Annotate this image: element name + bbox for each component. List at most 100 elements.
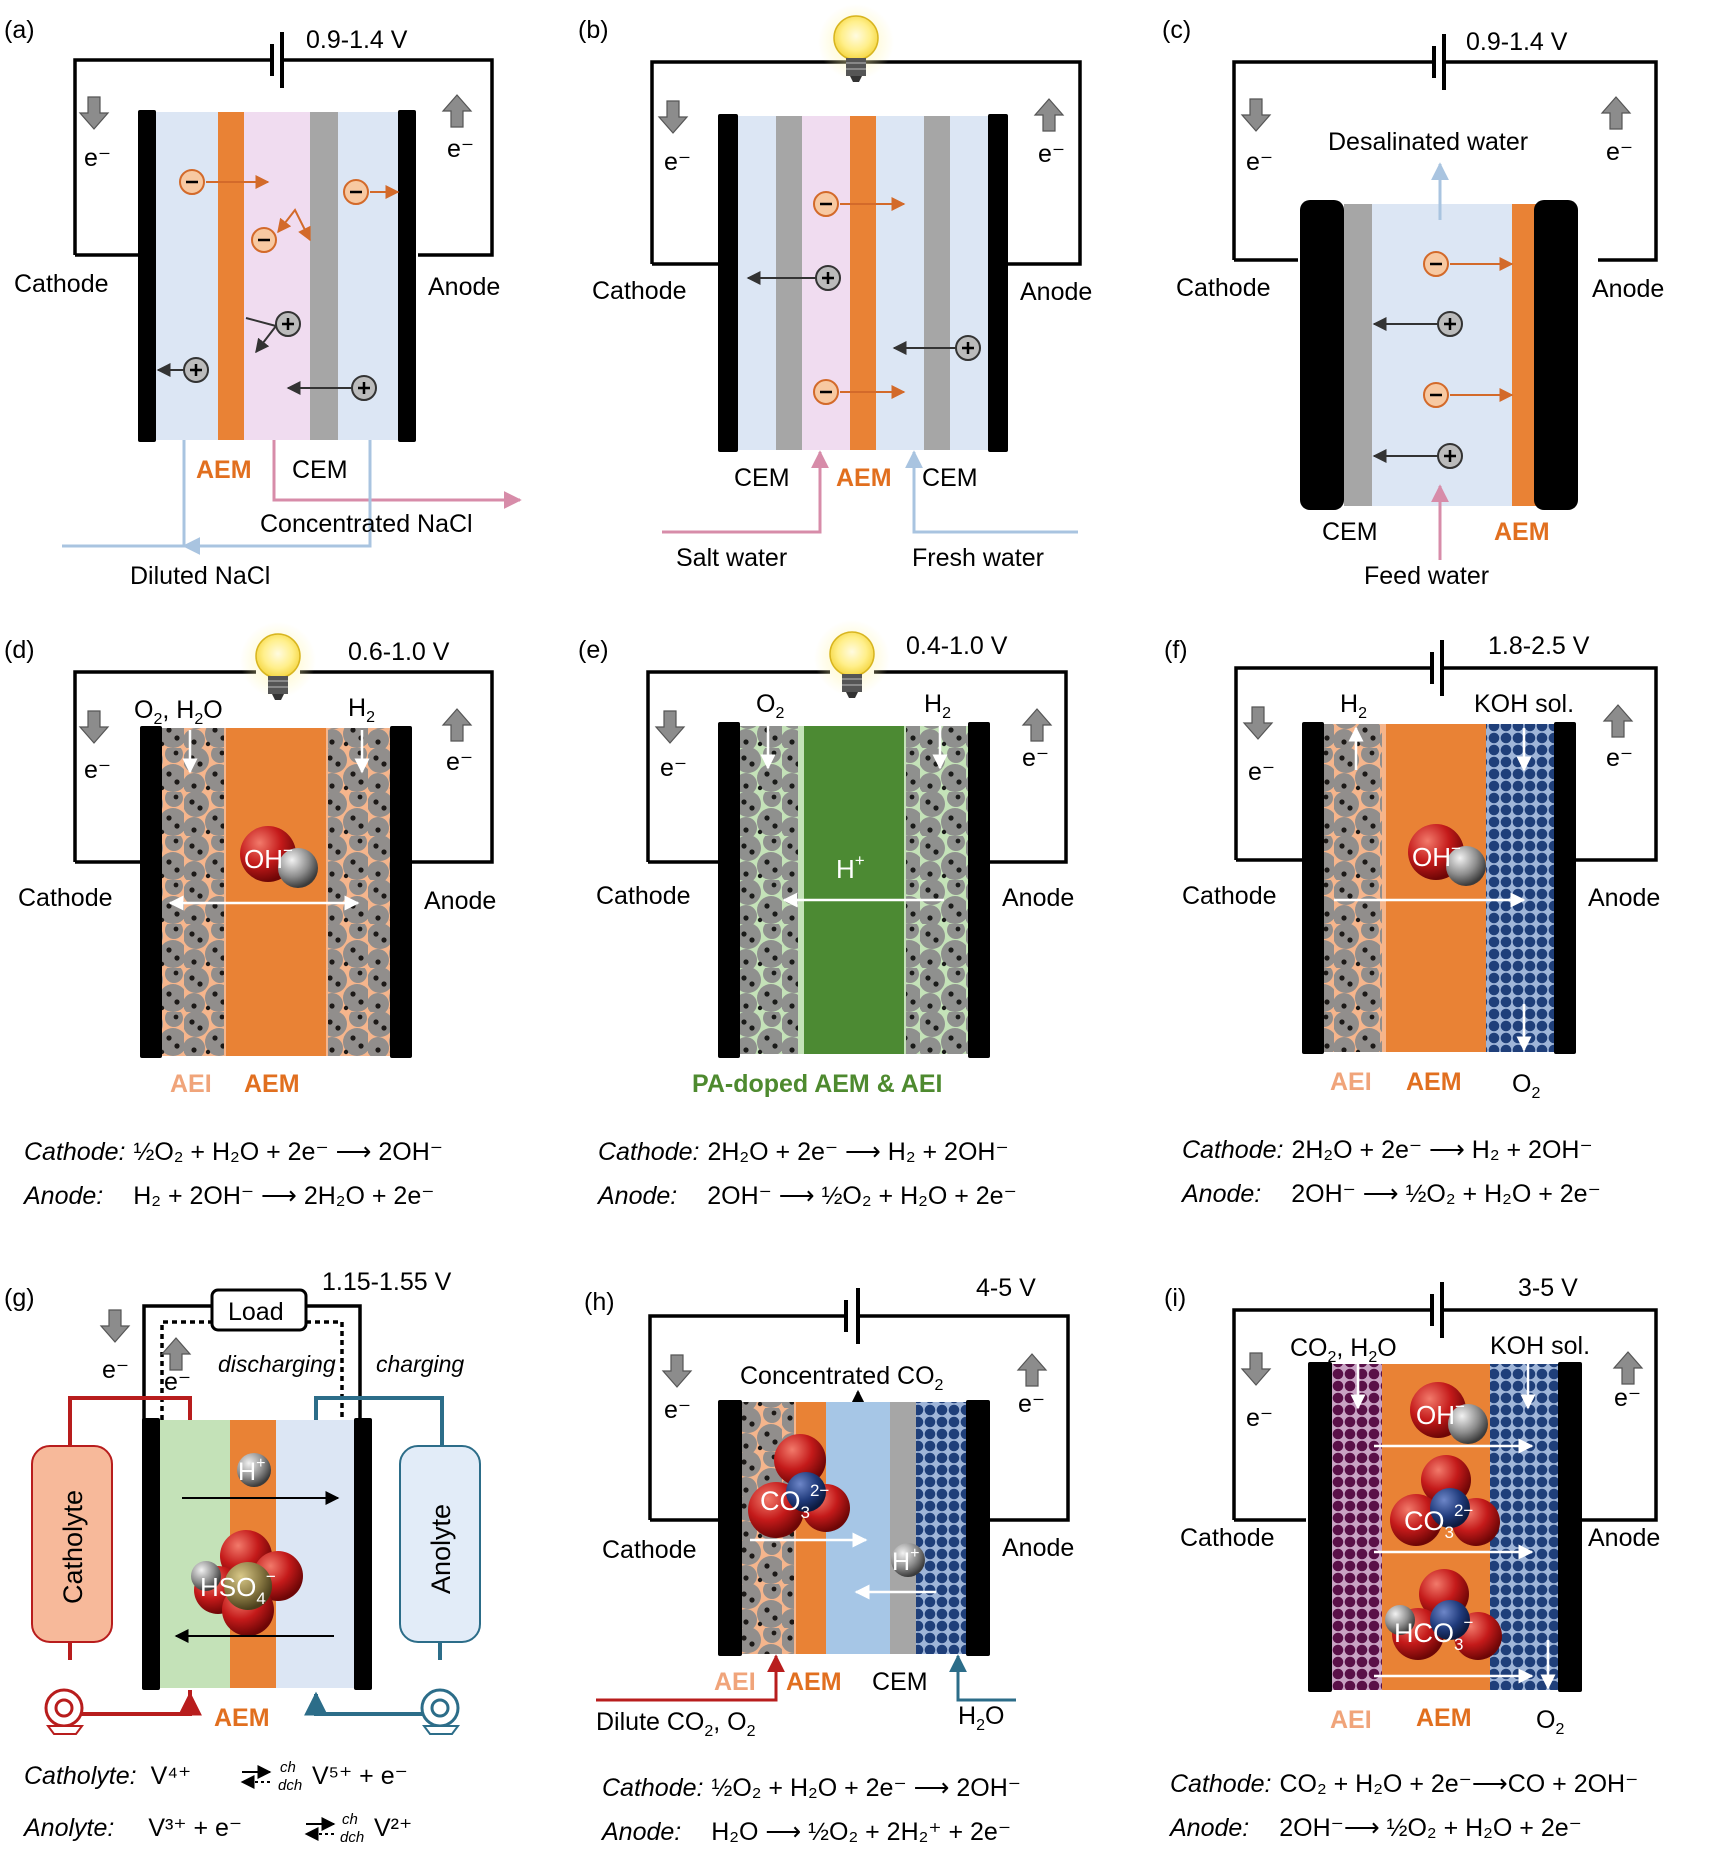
o2-label: O2 [1512, 1070, 1540, 1102]
proton-molecule: H+ [237, 1453, 271, 1487]
electrolyte [152, 112, 218, 440]
aei-label: AEI [714, 1668, 756, 1696]
electrolyte [244, 112, 310, 440]
light-bulb-icon [240, 622, 316, 700]
cathode-label: Cathode [1180, 1524, 1275, 1552]
anolyte-label: Anolyte [426, 1504, 456, 1594]
cathode-label: Cathode [602, 1536, 697, 1564]
electron-label: e⁻ [664, 148, 691, 176]
voltage-label: 0.6-1.0 V [348, 638, 450, 666]
carbonate-molecule: CO32− [1390, 1455, 1500, 1546]
arrow-up-icon [441, 94, 473, 128]
aei-label: AEI [170, 1070, 212, 1098]
hydroxide-molecule: OH− [1410, 1382, 1488, 1444]
anion-icon [813, 379, 839, 405]
panel-f: (f) 1.8-2.5 V H2 KOH sol. e⁻ e⁻ Cathode … [1164, 632, 1660, 1208]
svg-text:HSO4−: HSO4− [200, 1567, 276, 1608]
arrow-up-icon [1016, 1353, 1048, 1387]
equation-cathode: Cathode:CO₂ + H₂O + 2e⁻⟶CO + 2OH⁻ [1170, 1770, 1638, 1798]
anode-electrode [1534, 200, 1578, 510]
cem-label: CEM [872, 1668, 928, 1696]
anode-label: Anode [424, 887, 496, 915]
anode-electrode [988, 114, 1008, 452]
membrane-label: PA-doped AEM & AEI [692, 1070, 942, 1098]
equation-anolyte: Anolyte:V³⁺ + e⁻ [22, 1814, 242, 1842]
arrow-up-icon [1600, 96, 1632, 130]
cem-membrane [776, 116, 802, 450]
cathode-electrode [1308, 1362, 1332, 1692]
panel-label: (e) [578, 636, 609, 664]
water-label: H2O [958, 1702, 1004, 1734]
anode-electrode [1558, 1362, 1582, 1692]
catalyst-layer [328, 728, 392, 1056]
anode-electrode [390, 726, 412, 1058]
electron-label: e⁻ [1246, 1404, 1273, 1432]
aem-label: AEM [1416, 1704, 1472, 1732]
battery-icon [844, 1288, 860, 1344]
cem-membrane [1344, 204, 1372, 506]
aei-label: AEI [1330, 1706, 1372, 1734]
panel-label: (c) [1162, 16, 1191, 44]
voltage-label: 0.9-1.4 V [1466, 28, 1568, 56]
cathode-electrode [138, 110, 156, 442]
load-box [210, 1288, 308, 1332]
svg-text:H+: H+ [892, 1545, 919, 1576]
light-bulb-icon [814, 620, 890, 698]
feed-water-label: Feed water [1364, 562, 1489, 590]
anode-label: Anode [1588, 1524, 1660, 1552]
anode-electrode [968, 722, 990, 1058]
panel-b: (b) e⁻ e⁻ Cathode Anode [578, 4, 1092, 572]
pa-aem-membrane [804, 726, 904, 1054]
arrow-up-icon [1612, 1351, 1644, 1385]
fresh-water-label: Fresh water [912, 544, 1044, 572]
diluted-label: Diluted NaCl [130, 562, 270, 590]
svg-text:CO32−: CO32− [1404, 1501, 1473, 1542]
electrolyte [158, 1420, 230, 1688]
equation-cathode: Cathode:½O₂ + H₂O + 2e⁻ ⟶ 2OH⁻ [24, 1138, 443, 1166]
panel-label: (b) [578, 16, 609, 44]
anion-icon [1423, 251, 1449, 277]
svg-text:CO32−: CO32− [760, 1481, 829, 1522]
electron-label: e⁻ [1018, 1390, 1045, 1418]
aem-membrane [1386, 724, 1486, 1052]
electron-label: e⁻ [1606, 138, 1633, 166]
cation-icon [351, 375, 377, 401]
panel-label: (h) [584, 1288, 615, 1316]
cation-icon [815, 265, 841, 291]
svg-text:OH−: OH− [1416, 1397, 1465, 1430]
proton-molecule: H+ [891, 1543, 925, 1577]
ch-label: ch [342, 1811, 358, 1828]
cathode-electrode [718, 114, 738, 452]
anion-icon [179, 169, 205, 195]
proton-molecule: H+ [836, 851, 865, 884]
carbonate-molecule: CO32− [748, 1434, 850, 1538]
reversible-arrow-icon [304, 1817, 336, 1841]
gas-in-label: CO2, H2O [1290, 1334, 1397, 1366]
voltage-label: 0.4-1.0 V [906, 632, 1008, 660]
anode-electrode [354, 1418, 372, 1690]
electron-label: e⁻ [164, 1368, 191, 1396]
battery-icon [270, 32, 284, 88]
aem-label: AEM [786, 1668, 842, 1696]
cem-label: CEM [922, 464, 978, 492]
panel-g: (g) 1.15-1.55 V Load e⁻ e⁻ discharging c… [4, 1268, 481, 1846]
panel-label: (g) [4, 1284, 35, 1312]
equation-anode: Anode:2OH⁻ ⟶ ½O₂ + H₂O + 2e⁻ [1180, 1180, 1601, 1208]
equation-catholyte-products: V⁵⁺ + e⁻ [312, 1762, 408, 1790]
ch-label: ch [280, 1759, 296, 1776]
cathode-label: Cathode [18, 884, 113, 912]
electron-label: e⁻ [1606, 744, 1633, 772]
anion-icon [343, 179, 369, 205]
electron-label: e⁻ [446, 748, 473, 776]
anode-label: Anode [1588, 884, 1660, 912]
panel-d: (d) 0.6-1.0 V O2, H2O H2 e⁻ e⁻ Cath [4, 622, 496, 1210]
pump-icon [420, 1688, 460, 1735]
arrow-down-icon [1240, 1352, 1272, 1386]
voltage-label: 3-5 V [1518, 1274, 1578, 1302]
cathode-electrode [718, 722, 740, 1058]
panel-e: (e) 0.4-1.0 V O2 H2 e⁻ e⁻ Cathode [578, 620, 1074, 1210]
electron-label: e⁻ [102, 1356, 129, 1384]
catalyst-layer [738, 726, 798, 1054]
electrolyte [876, 116, 924, 450]
